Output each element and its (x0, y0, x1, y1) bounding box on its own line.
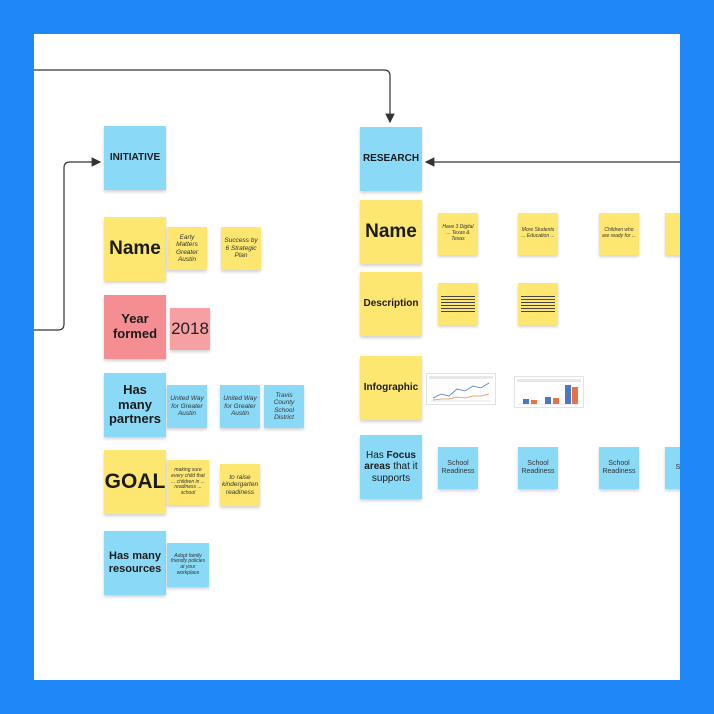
partner-note[interactable]: Travis County School District (264, 385, 304, 428)
text-lines-icon (521, 296, 555, 312)
whiteboard-canvas[interactable]: INITIATIVE Name Early Matters Greater Au… (34, 34, 680, 680)
partner-note[interactable]: United Way for Greater Austin (220, 385, 260, 428)
research-name-note[interactable]: More Students ... Education ... (518, 213, 558, 255)
initiative-header-note[interactable]: INITIATIVE (104, 126, 166, 190)
research-name-note[interactable]: Children who are ready for ... (599, 213, 639, 255)
focus-area-note[interactable]: School Readiness (599, 447, 639, 489)
research-name-label-note[interactable]: Name (360, 200, 422, 264)
research-infographic-label-note[interactable]: Infographic (360, 356, 422, 420)
description-note[interactable] (518, 283, 558, 325)
initiative-name-note[interactable]: Early Matters Greater Austin (167, 227, 207, 270)
initiative-name-label-note[interactable]: Name (104, 217, 166, 281)
line-chart-thumbnail-icon (429, 376, 493, 402)
connector-top-to-research (34, 69, 395, 124)
initiative-partners-label-note[interactable]: Has many partners (104, 373, 166, 437)
research-name-note[interactable]: ... (665, 213, 680, 255)
text-lines-icon (441, 296, 475, 312)
focus-area-note[interactable]: School Readiness (438, 447, 478, 489)
description-note[interactable] (438, 283, 478, 325)
initiative-year-label-note[interactable]: Year formed (104, 295, 166, 359)
initiative-goal-label-note[interactable]: GOAL (104, 450, 166, 514)
initiative-resources-label-note[interactable]: Has many resources (104, 531, 166, 595)
infographic-thumbnail[interactable] (514, 376, 584, 408)
focus-area-note[interactable]: School Readiness (518, 447, 558, 489)
initiative-name-note[interactable]: Success by 6 Strategic Plan (221, 227, 261, 270)
resource-note[interactable]: Adopt family friendly policies at your w… (167, 543, 209, 587)
partner-note[interactable]: United Way for Greater Austin (167, 385, 207, 428)
focus-area-note[interactable]: Sc Re (665, 447, 680, 489)
bar-chart-thumbnail-icon (517, 379, 581, 405)
infographic-thumbnail[interactable] (426, 373, 496, 405)
connector-left-to-initiative (34, 157, 102, 331)
research-header-note[interactable]: RESEARCH (360, 127, 422, 191)
connector-lines (34, 69, 680, 331)
initiative-year-note[interactable]: 2018 (170, 308, 210, 350)
goal-note[interactable]: making sure every child that ... childre… (167, 460, 209, 505)
goal-note[interactable]: to raise kindergarten readiness (220, 464, 260, 506)
research-name-note[interactable]: Have 3 Digital ... Texas & Texas (438, 213, 478, 255)
research-description-label-note[interactable]: Description (360, 272, 422, 336)
research-focus-label-note[interactable]: Has Focus areas that it supports (360, 435, 422, 499)
